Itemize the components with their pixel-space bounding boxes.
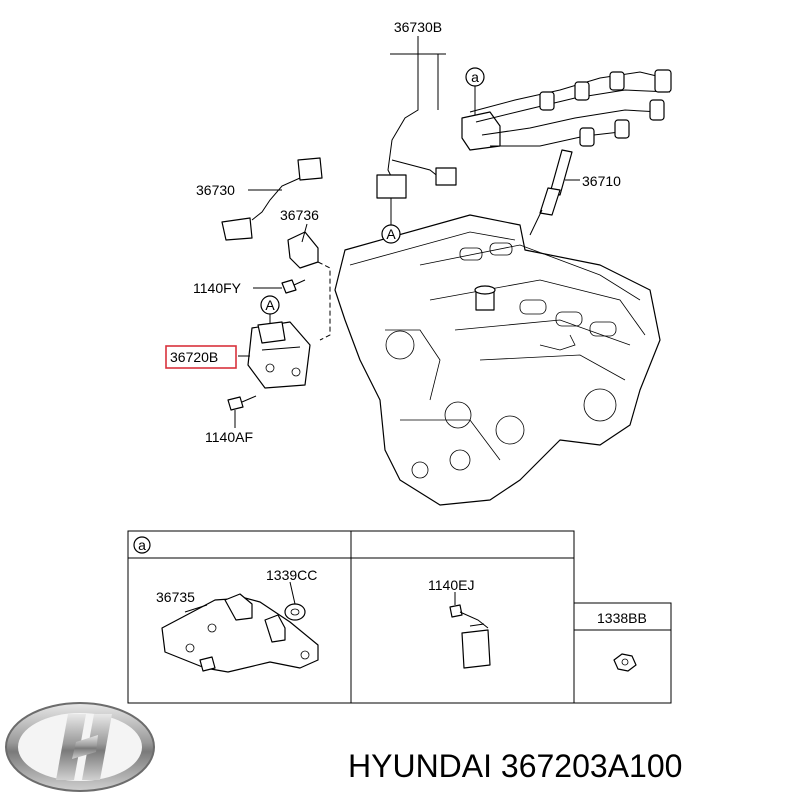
connector-marker-a-module: A xyxy=(265,297,275,313)
label-36710: 36710 xyxy=(582,173,621,189)
engine-block xyxy=(334,214,661,506)
label-36730: 36730 xyxy=(196,182,235,198)
label-1140fy: 1140FY xyxy=(193,280,242,296)
part-1140ej-bolt xyxy=(449,592,491,669)
label-1140af: 1140AF xyxy=(205,429,253,445)
label-36730b: 36730B xyxy=(394,19,442,35)
connector-marker-a: A xyxy=(386,226,396,242)
label-36720b: 36720B xyxy=(170,349,218,365)
part-1338bb-nut xyxy=(613,653,637,672)
label-1339cc: 1339CC xyxy=(266,567,317,583)
connector-a-top: A xyxy=(381,224,401,244)
label-1140ej: 1140EJ xyxy=(428,577,474,593)
spark-plug xyxy=(529,149,580,236)
part-1339cc-grommet xyxy=(284,581,306,621)
bracket xyxy=(287,223,331,341)
detail-table: a 36735 1339CC 1140EJ xyxy=(127,530,672,704)
highlight-box xyxy=(165,345,237,369)
label-36735: 36735 xyxy=(156,589,195,605)
ignition-harness: a xyxy=(376,36,672,225)
brand-part-number: HYUNDAI 367203A100 xyxy=(348,748,682,784)
bolt-1140fy xyxy=(253,279,306,294)
part-36735-bracket xyxy=(161,593,319,673)
label-1338bb: 1338BB xyxy=(597,610,647,626)
ref-marker-a: a xyxy=(471,69,479,85)
label-36736: 36736 xyxy=(280,207,319,223)
hyundai-logo-icon xyxy=(5,702,155,792)
sensor-cable xyxy=(221,157,323,241)
ignition-module: A xyxy=(238,295,311,389)
table-marker-a: a xyxy=(138,537,146,553)
bolt-1140af xyxy=(227,395,257,428)
